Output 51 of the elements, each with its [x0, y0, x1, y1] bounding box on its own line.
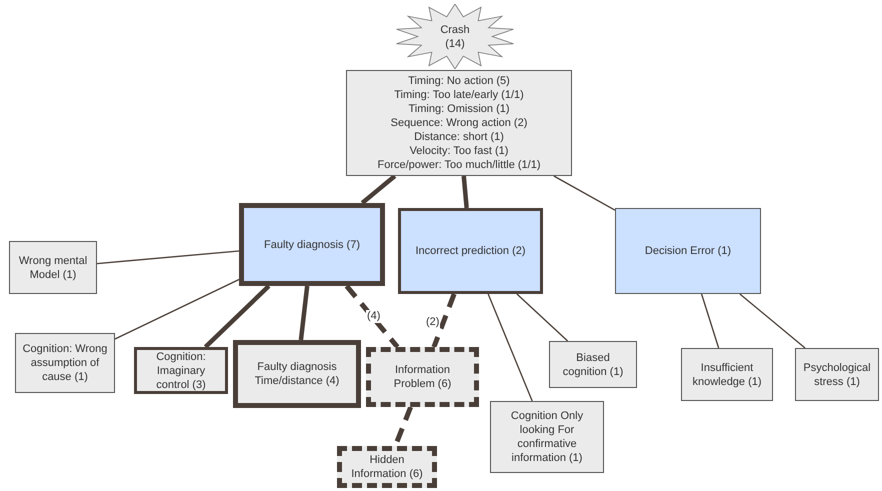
- process-box: [239, 203, 385, 286]
- process-box: [398, 208, 543, 294]
- node-text: Cognition Only looking For confirmative information (1): [510, 409, 584, 465]
- node-text: Information Problem (6): [392, 363, 452, 391]
- connector-line: [298, 286, 310, 340]
- process-box: [15, 333, 115, 393]
- node-text: Timing: Omission (1): [408, 102, 510, 116]
- node-text: Wrong mental Model (1): [18, 254, 88, 282]
- process-box: [233, 340, 361, 408]
- starburst-shape: [395, 4, 515, 69]
- connector-line: [462, 176, 469, 208]
- connector-line: [204, 284, 270, 349]
- process-box: [346, 70, 572, 176]
- connector-line: [488, 294, 533, 402]
- connector-line: [700, 294, 720, 348]
- connector-line: [739, 294, 806, 348]
- connector-line: [516, 294, 568, 342]
- process-box: [795, 348, 879, 401]
- edge-label: (4): [366, 310, 382, 323]
- node-text: Incorrect prediction (2): [415, 244, 526, 258]
- connector-line: [554, 175, 616, 211]
- process-box: [681, 348, 773, 401]
- process-box: [490, 401, 604, 473]
- node-text: Cognition: Wrong assumption of cause (1): [22, 342, 108, 384]
- edge-label: (2): [425, 316, 440, 329]
- node-text: Psychological stress (1): [802, 360, 872, 388]
- node-text: Sequence: Wrong action (2): [390, 116, 528, 130]
- node-text: Crash (14): [439, 22, 471, 50]
- node-text: Force/power: Too much/little (1/1): [377, 158, 541, 172]
- connector-line: [344, 284, 400, 349]
- connector-line: [114, 278, 240, 340]
- process-box: [615, 208, 761, 294]
- connector-line: [96, 250, 240, 264]
- node-text: Distance: short (1): [414, 130, 504, 144]
- node-text: Faulty diagnosis Time/distance (4): [254, 360, 340, 388]
- process-box: [366, 347, 479, 407]
- node-text: Decision Error (1): [644, 244, 732, 258]
- node-text: Timing: Too late/early (1/1): [394, 88, 524, 102]
- connector-line: [360, 174, 396, 205]
- connector-line: [432, 293, 456, 348]
- process-box: [549, 341, 637, 388]
- process-box: [9, 241, 97, 294]
- process-box: [134, 347, 228, 394]
- node-text: Biased cognition (1): [562, 350, 624, 378]
- node-text: Faulty diagnosis (7): [264, 238, 360, 252]
- node-text: Insufficient knowledge (1): [691, 360, 763, 388]
- node-text: Timing: No action (5): [408, 74, 510, 88]
- process-box: [337, 446, 437, 488]
- node-text: Velocity: Too fast (1): [410, 144, 508, 158]
- node-text: Hidden Information (6): [350, 453, 424, 481]
- node-text: Cognition: Imaginary control (3): [155, 350, 207, 392]
